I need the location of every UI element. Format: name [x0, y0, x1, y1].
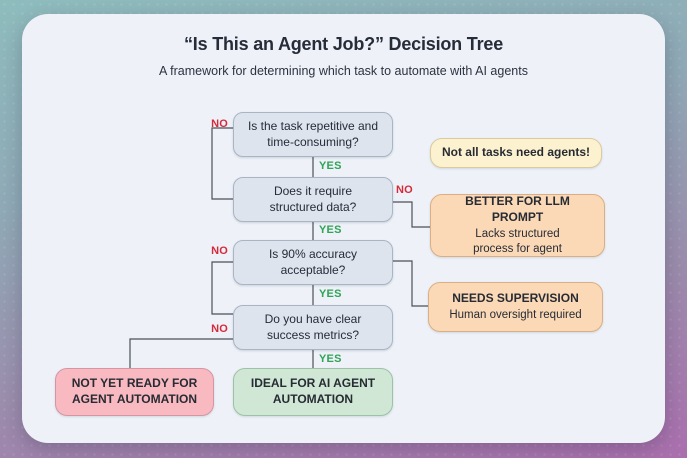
page-title: “Is This an Agent Job?” Decision Tree — [184, 34, 503, 54]
outcome-ideal: IDEAL FOR AI AGENT AUTOMATION — [233, 368, 393, 416]
question-structured-data: Does it require structured data? — [233, 177, 393, 222]
outcome-needs-supervision: NEEDS SUPERVISION Human oversight requir… — [428, 282, 603, 332]
edge-label-q4-no: NO — [211, 323, 228, 335]
outcome-better-llm-body: Lacks structured process for agent — [473, 227, 562, 255]
outcome-needs-supervision-title: NEEDS SUPERVISION — [452, 291, 579, 306]
outcome-not-ready-title: NOT YET READY FOR AGENT AUTOMATION — [71, 376, 198, 406]
edge-label-q3-no: NO — [211, 245, 228, 257]
outcome-ideal-title: IDEAL FOR AI AGENT AUTOMATION — [250, 376, 376, 406]
edge-label-q4-yes: YES — [319, 353, 342, 365]
edge-label-q1-no: NO — [211, 118, 228, 130]
question-accuracy: Is 90% accuracy acceptable? — [233, 240, 393, 285]
edge-label-q2-no: NO — [396, 184, 413, 196]
outcome-better-llm-prompt: BETTER FOR LLM PROMPT Lacks structured p… — [430, 194, 605, 257]
question-repetitive: Is the task repetitive and time-consumin… — [233, 112, 393, 157]
edge-label-q1-yes: YES — [319, 160, 342, 172]
outcome-needs-supervision-body: Human oversight required — [449, 308, 582, 321]
outcome-not-ready: NOT YET READY FOR AGENT AUTOMATION — [55, 368, 214, 416]
edge-label-q2-yes: YES — [319, 224, 342, 236]
callout-not-all-tasks-text: Not all tasks need agents! — [441, 145, 591, 160]
page-subtitle: A framework for determining which task t… — [159, 64, 528, 78]
question-success-metrics: Do you have clear success metrics? — [233, 305, 393, 350]
callout-not-all-tasks: Not all tasks need agents! — [430, 138, 602, 168]
outcome-better-llm-title: BETTER FOR LLM PROMPT — [465, 194, 570, 225]
edge-label-q3-yes: YES — [319, 288, 342, 300]
